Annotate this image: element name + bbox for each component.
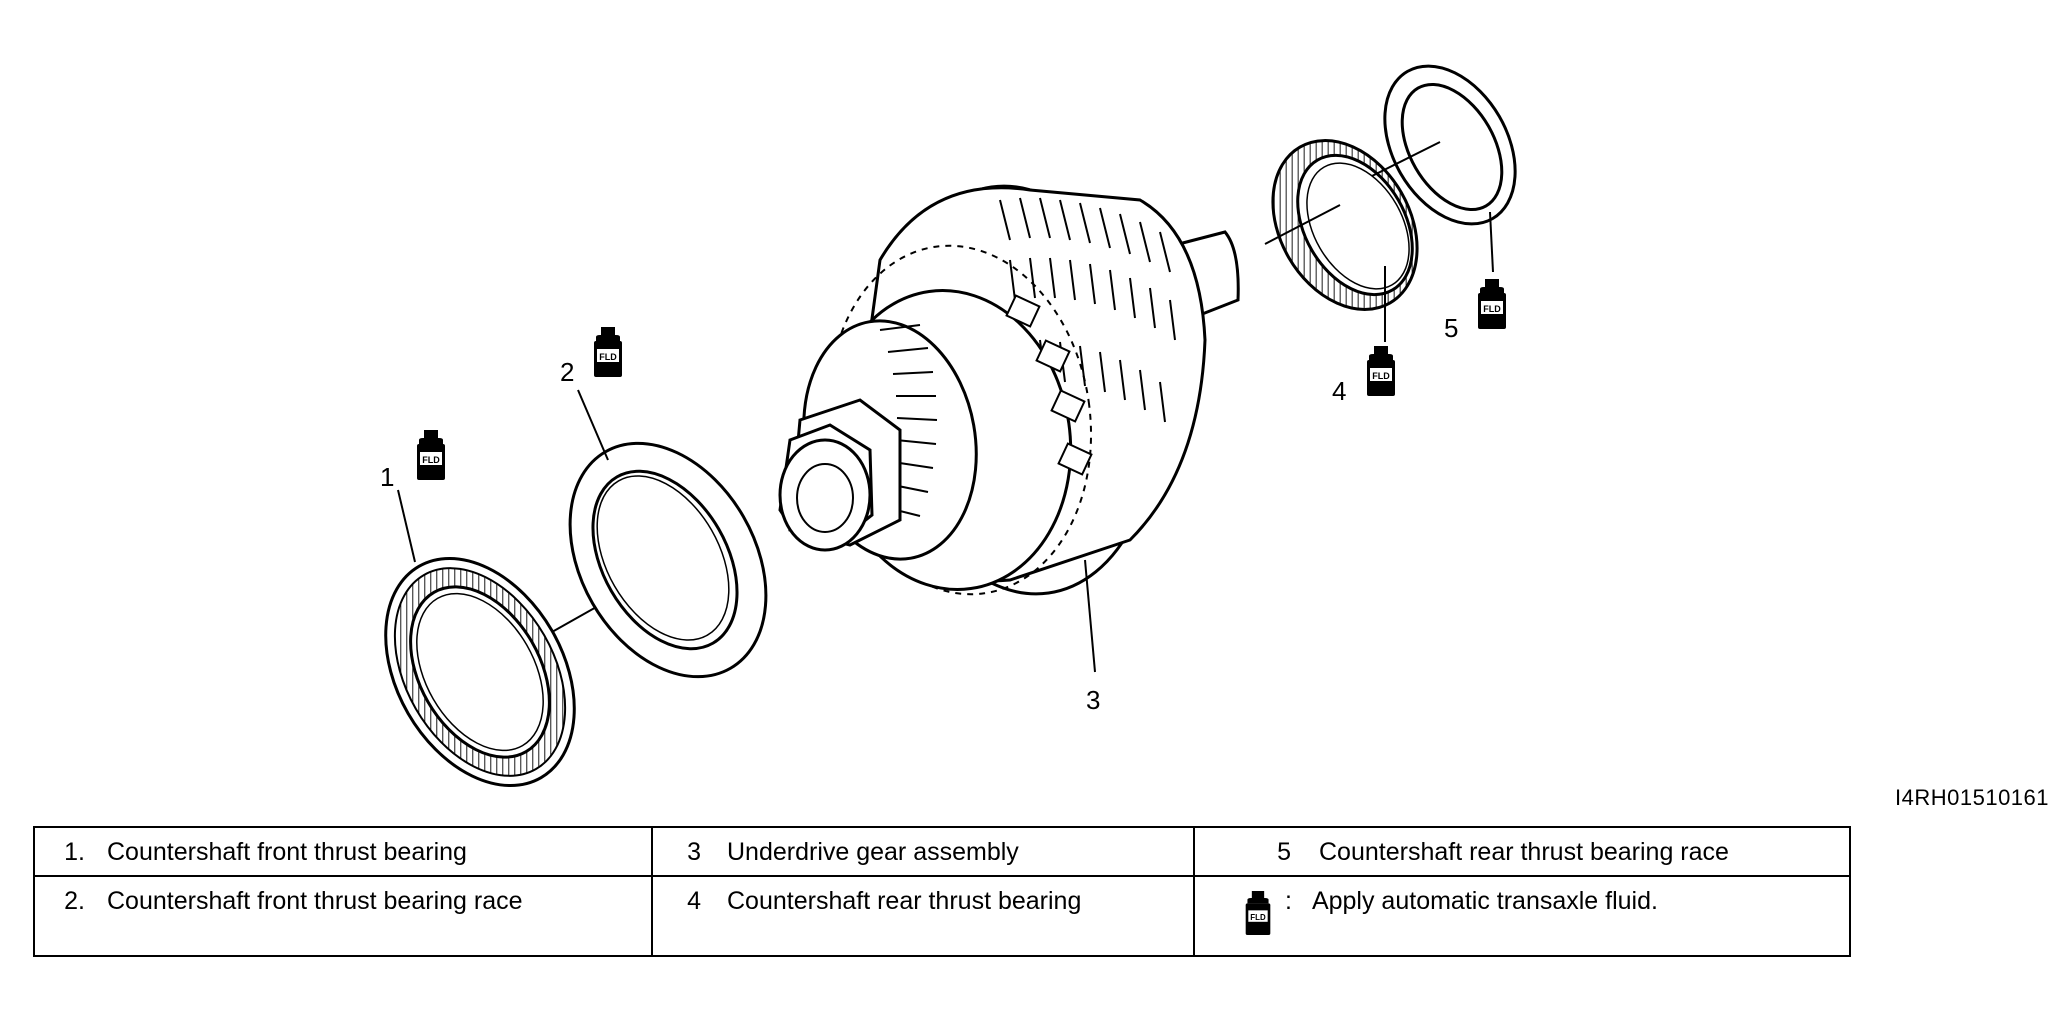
callout-5: 5	[1444, 313, 1458, 343]
fld-fluid-bottle-icon	[1245, 891, 1271, 935]
callout-3: 3	[1086, 685, 1100, 715]
fld-fluid-bottle-icon	[1367, 346, 1395, 396]
legend-number: 4	[687, 887, 701, 915]
callout-4: 4	[1332, 376, 1346, 406]
fld-fluid-bottle-icon	[594, 327, 622, 377]
legend-text: Countershaft rear thrust bearing race	[1319, 838, 1729, 866]
parts-legend-table: 1. Countershaft front thrust bearing 3 U…	[33, 826, 1851, 957]
legend-row: 2. Countershaft front thrust bearing rac…	[33, 875, 1851, 957]
underdrive-gear-assembly	[778, 184, 1240, 596]
legend-text: Underdrive gear assembly	[727, 838, 1019, 866]
fld-fluid-bottle-icon	[417, 430, 445, 480]
legend-text: Countershaft front thrust bearing race	[107, 887, 523, 915]
legend-number: :	[1285, 887, 1292, 915]
figure-reference-code: I4RH01510161	[1895, 785, 2050, 810]
legend-number: 2.	[64, 887, 85, 915]
rear-thrust-bearing-race	[1383, 64, 1517, 226]
legend-text: Countershaft rear thrust bearing	[727, 887, 1082, 915]
callout-2: 2	[560, 357, 574, 387]
legend-text: Countershaft front thrust bearing	[107, 838, 467, 866]
front-thrust-bearing	[384, 556, 576, 788]
legend-number: 5	[1277, 838, 1291, 866]
callout-1: 1	[380, 462, 394, 492]
legend-number: 1.	[64, 838, 85, 866]
legend-row: 1. Countershaft front thrust bearing 3 U…	[33, 826, 1851, 877]
fld-fluid-bottle-icon	[1478, 279, 1506, 329]
rear-thrust-bearing	[1271, 139, 1419, 311]
legend-number: 3	[687, 838, 701, 866]
front-thrust-bearing-race	[568, 441, 768, 679]
legend-text: Apply automatic transaxle fluid.	[1311, 887, 1658, 915]
